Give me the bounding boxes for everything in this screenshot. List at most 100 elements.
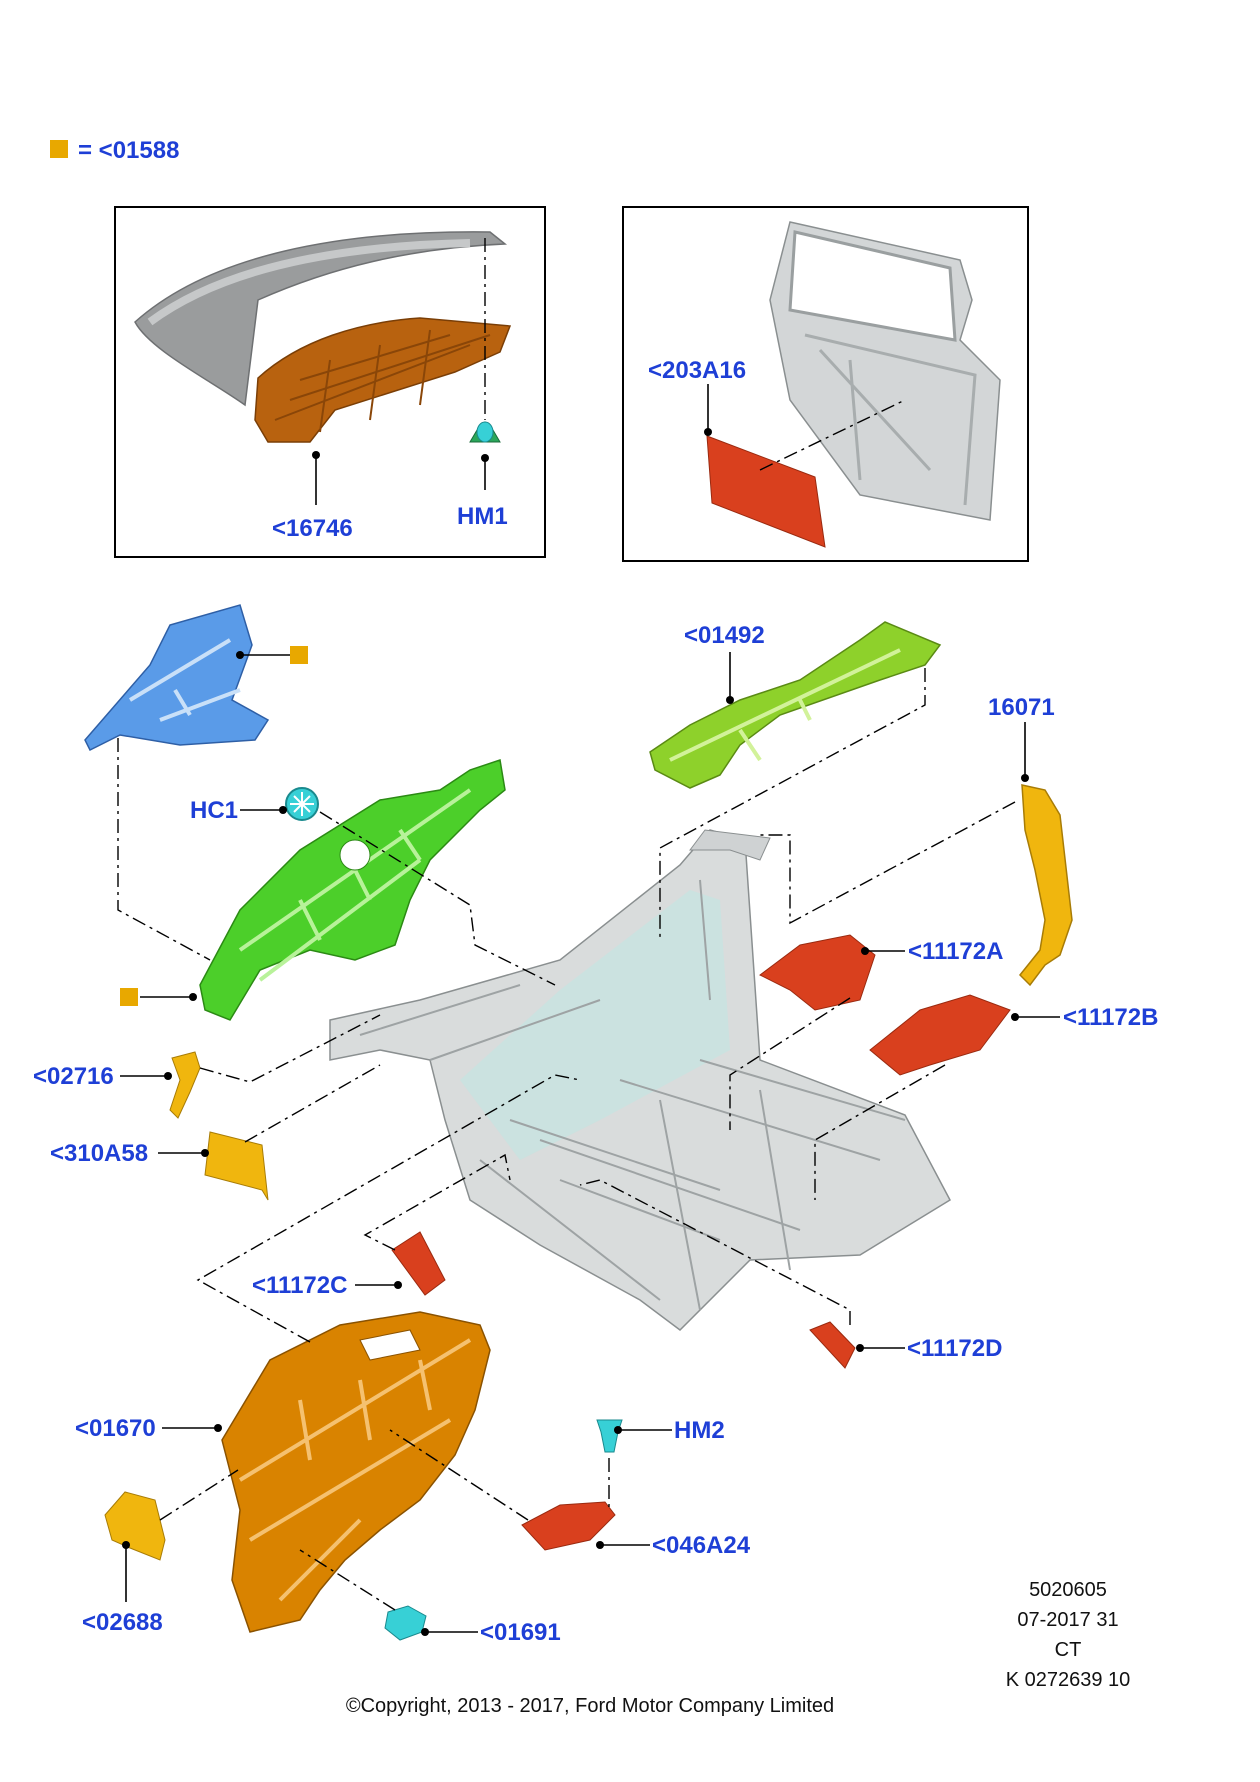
hm2-clip xyxy=(596,1419,623,1453)
roof-panel-highlight xyxy=(147,239,471,326)
green-panel-group: HC1 xyxy=(120,759,506,1021)
dot-16071 xyxy=(1021,774,1029,782)
dash-11172b xyxy=(814,1064,946,1200)
red-patches: <11172A <11172B <11172C <11172D <046A24 xyxy=(252,934,1158,1559)
dash-11172a xyxy=(729,997,851,1130)
roof-headliner-ribs xyxy=(274,329,491,433)
part-02716 xyxy=(169,1051,201,1119)
dash-046a24 xyxy=(389,1429,529,1521)
dot-02716 xyxy=(164,1072,172,1080)
roof-panel xyxy=(134,231,508,407)
hm1-clip-head xyxy=(476,421,494,443)
hc1-grommet-spokes xyxy=(290,792,314,816)
callout-11172a[interactable]: <11172A xyxy=(908,938,1003,965)
dot-11172a xyxy=(861,947,869,955)
blue-panel-detail xyxy=(128,638,241,722)
callout-02688[interactable]: <02688 xyxy=(82,1609,163,1636)
callout-02716[interactable]: <02716 xyxy=(33,1063,114,1090)
callout-203a16[interactable]: <203A16 xyxy=(648,357,746,384)
callout-hm2[interactable]: HM2 xyxy=(674,1417,725,1444)
dot-hm1 xyxy=(481,454,489,462)
inset-right-frame xyxy=(622,206,1029,562)
dash-lime xyxy=(659,668,926,940)
copyright: ©Copyright, 2013 - 2017, Ford Motor Comp… xyxy=(346,1695,834,1717)
green-panel-hole xyxy=(339,839,371,871)
legend: = <01588 xyxy=(50,137,179,164)
dash-11172d xyxy=(579,1179,851,1325)
part-16071 xyxy=(1018,784,1073,987)
body-shell xyxy=(329,829,951,1331)
part-16071-group: 16071 xyxy=(988,694,1073,987)
blue-legend-marker xyxy=(290,646,308,664)
body-a-pillar xyxy=(689,829,771,861)
dot-02688 xyxy=(122,1541,130,1549)
door-window-frame xyxy=(788,230,957,342)
patch-11172d xyxy=(809,1321,856,1369)
dot-01691 xyxy=(421,1628,429,1636)
assembly-lines xyxy=(117,668,1016,1611)
cyan-clips: HM2 <01691 xyxy=(384,1417,725,1646)
orange-dash-detail xyxy=(238,1338,472,1602)
callout-16071[interactable]: 16071 xyxy=(988,694,1055,721)
legend-text[interactable]: = <01588 xyxy=(78,137,179,164)
dot-01492 xyxy=(726,696,734,704)
dash-01691 xyxy=(299,1549,396,1611)
legend-swatch xyxy=(50,140,68,158)
callout-01670[interactable]: <01670 xyxy=(75,1415,156,1442)
door-inner-detail xyxy=(804,333,977,506)
part-02688 xyxy=(104,1491,166,1561)
green-panel xyxy=(199,759,506,1021)
callout-11172b[interactable]: <11172B xyxy=(1063,1004,1158,1031)
meta-line-2: 07-2017 31 xyxy=(1017,1609,1118,1631)
meta-line-3: CT xyxy=(1055,1639,1082,1661)
dot-hc1 xyxy=(279,806,287,814)
patch-11172b xyxy=(869,994,1011,1076)
blue-panel xyxy=(84,604,270,752)
yellow-small-parts: <02716 <310A58 <02688 xyxy=(33,1051,269,1636)
callout-11172d[interactable]: <11172D xyxy=(907,1335,1002,1362)
body-shell-ribs xyxy=(359,879,906,1311)
callout-01492[interactable]: <01492 xyxy=(684,622,765,649)
callout-310a58[interactable]: <310A58 xyxy=(50,1140,148,1167)
dash-hc1 xyxy=(319,811,556,986)
patch-11172c xyxy=(391,1231,446,1296)
dot-blue-legend xyxy=(236,651,244,659)
dot-01670 xyxy=(214,1424,222,1432)
dot-11172c xyxy=(394,1281,402,1289)
inset-left-frame xyxy=(114,206,546,558)
dash-02688 xyxy=(159,1469,239,1521)
meta-line-4: K 0272639 10 xyxy=(1006,1669,1131,1691)
roof-headliner-panel xyxy=(254,317,512,443)
callout-hm1[interactable]: HM1 xyxy=(457,503,508,530)
orange-panel-group: <01670 xyxy=(75,1311,491,1633)
green-legend-marker xyxy=(120,988,138,1006)
dot-11172b xyxy=(1011,1013,1019,1021)
dot-16746 xyxy=(312,451,320,459)
part-310a58 xyxy=(204,1131,269,1201)
dot-11172d xyxy=(856,1344,864,1352)
dash-11172c xyxy=(363,1153,511,1251)
dash-310a58 xyxy=(244,1064,381,1143)
patch-11172a xyxy=(759,934,876,1011)
dot-green-legend xyxy=(189,993,197,1001)
dash-blue-to-green xyxy=(117,738,211,961)
callout-046a24[interactable]: <046A24 xyxy=(652,1532,751,1559)
callout-01691[interactable]: <01691 xyxy=(480,1619,561,1646)
orange-dash-panel xyxy=(221,1311,491,1633)
dash-16071 xyxy=(760,801,1016,925)
callout-16746[interactable]: <16746 xyxy=(272,515,353,542)
dot-hm2 xyxy=(614,1426,622,1434)
blue-panel-group xyxy=(84,604,308,752)
dash-orange-panel xyxy=(196,1074,581,1343)
inset-left: <16746 HM1 xyxy=(114,206,546,558)
orange-dash-recess xyxy=(359,1329,421,1361)
lime-panel-detail xyxy=(669,648,901,762)
door-patch xyxy=(706,435,826,548)
c01691-clip xyxy=(384,1605,427,1641)
callout-11172c[interactable]: <11172C xyxy=(252,1272,347,1299)
callout-hc1[interactable]: HC1 xyxy=(190,797,238,824)
inset-right: <203A16 xyxy=(622,206,1029,562)
lime-panel-group: <01492 xyxy=(649,621,942,789)
dot-046a24 xyxy=(596,1541,604,1549)
